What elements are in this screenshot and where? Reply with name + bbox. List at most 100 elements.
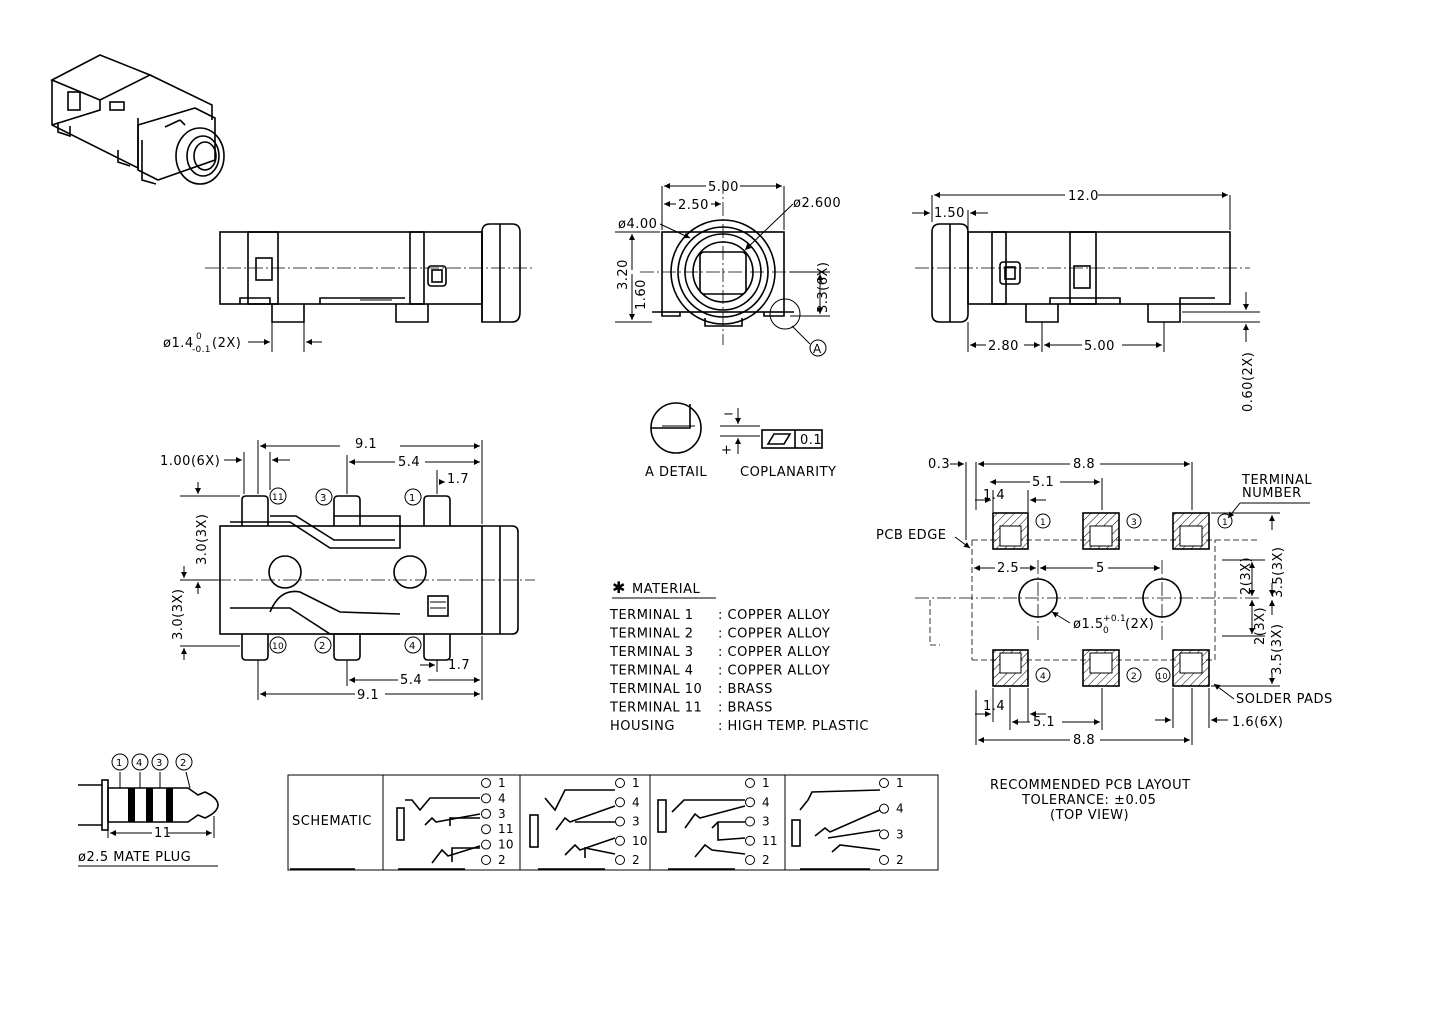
schematic-pin-node xyxy=(481,778,491,788)
plug-ring-1: 1 xyxy=(116,758,123,769)
pcb-terminal-1a: 1 xyxy=(1040,518,1046,528)
pcb-2-a-label: 2(3X) xyxy=(1239,557,1254,595)
pcb-edge-label: PCB EDGE xyxy=(876,528,946,543)
schematic-pin-label: 2 xyxy=(762,853,770,867)
top-terminal-11: 11 xyxy=(272,493,284,503)
schematic-pin-node xyxy=(481,808,491,819)
material-row-name: TERMINAL 11 xyxy=(609,701,702,716)
front-h2-label: 1.60 xyxy=(634,279,649,310)
bot-terminal-2: 2 xyxy=(319,641,326,652)
schematic-table: SCHEMATIC xyxy=(287,774,939,871)
schematic-cell-3 xyxy=(657,799,746,858)
schematic-pin-label: 4 xyxy=(632,795,640,809)
pcb-1-6-label: 1.6(6X) xyxy=(1232,715,1284,730)
side-p1-label: 2.80 xyxy=(988,339,1019,354)
side-length-label: 12.0 xyxy=(1068,189,1099,204)
peg-tol-lower: -0.1 xyxy=(192,345,211,355)
front-pins-label: 3.3(6X) xyxy=(816,262,831,314)
front-dia-outer-label: ø4.00 xyxy=(618,217,657,232)
schematic-pin-node xyxy=(481,824,491,835)
material-star: ✱ xyxy=(612,578,626,597)
pcb-layout-view: (TOP VIEW) xyxy=(1050,808,1129,823)
material-row-value: : HIGH TEMP. PLASTIC xyxy=(718,719,869,734)
mate-plug-label: ø2.5 MATE PLUG xyxy=(78,850,191,865)
schematic-cell-4 xyxy=(791,789,881,853)
schematic-pin-label: 2 xyxy=(896,853,904,867)
material-row-value: : COPPER ALLOY xyxy=(718,645,830,660)
material-row-value: : BRASS xyxy=(718,701,773,716)
schematic-pin-node xyxy=(745,797,755,808)
top-view: 11 3 1 10 2 4 9.1 5.4 1.7 1.00(6X) 3.0(3… xyxy=(160,437,535,703)
bot-1-7-label: 1.7 xyxy=(448,658,470,673)
pcb-layout-tolerance: TOLERANCE: ±0.05 xyxy=(1021,793,1156,808)
coplanarity-value: 0.1 xyxy=(800,433,822,448)
pcb-hole-label: ø1.5 xyxy=(1073,617,1104,632)
pcb-layout-title: RECOMMENDED PCB LAYOUT xyxy=(990,778,1191,793)
schematic-label: SCHEMATIC xyxy=(292,814,372,829)
schematic-pin-label: 3 xyxy=(896,827,904,841)
schematic-pin-node xyxy=(481,855,491,865)
pcb-terminal-3: 3 xyxy=(1131,518,1137,528)
schematic-pin-node xyxy=(745,855,755,865)
a-detail-label: A DETAIL xyxy=(645,465,707,480)
pcb-1-4-bot-label: 1.4 xyxy=(983,699,1005,714)
top-terminal-3: 3 xyxy=(320,493,327,504)
pcb-hole-tol-upper: +0.1 xyxy=(1103,614,1126,624)
coplanarity-minus: − xyxy=(723,407,734,422)
material-row-value: : BRASS xyxy=(718,682,773,697)
schematic-pin-label: 3 xyxy=(762,815,770,829)
detail-coplanarity: − + 0.1 A DETAIL COPLANARITY xyxy=(645,402,836,480)
schematic-pin-node xyxy=(615,797,625,808)
plug-ring-3: 3 xyxy=(156,758,163,769)
schematic-pin-label: 1 xyxy=(498,776,506,790)
top-5-4-label: 5.4 xyxy=(398,455,420,470)
terminal-number-label-1: TERMINAL xyxy=(1241,473,1312,488)
mate-plug: 1 4 3 2 11 ø2.5 MATE PLUG xyxy=(78,753,219,867)
pcb-hole-tol-lower: 0 xyxy=(1103,626,1109,636)
peg-count-label: (2X) xyxy=(212,336,241,351)
side-offset-label: 1.50 xyxy=(934,206,965,221)
coplanarity-label: COPLANARITY xyxy=(740,465,836,480)
material-row-name: TERMINAL 3 xyxy=(609,645,694,660)
peg-dia-label: ø1.4 xyxy=(163,336,194,351)
pcb-terminal-2: 2 xyxy=(1131,672,1137,682)
pcb-5-1-bot-label: 5.1 xyxy=(1033,715,1055,730)
schematic-pin-node xyxy=(879,803,889,814)
material-row-name: TERMINAL 10 xyxy=(609,682,702,697)
schematic-cell-2 xyxy=(529,789,616,858)
pcb-3-5-a-label: 3.5(3X) xyxy=(1271,547,1286,599)
side-p2-label: 5.00 xyxy=(1084,339,1115,354)
pcb-2-b-label: 2(3X) xyxy=(1253,607,1268,645)
front-dia-inner-label: ø2.600 xyxy=(793,196,841,211)
plug-ring-2: 2 xyxy=(180,758,187,769)
schematic-pin-label: 3 xyxy=(498,807,506,821)
bot-terminal-10: 10 xyxy=(272,642,284,652)
bot-terminal-4: 4 xyxy=(409,641,416,652)
schematic-pin-node xyxy=(879,855,889,865)
material-row-value: : COPPER ALLOY xyxy=(718,608,830,623)
top-9-1-label: 9.1 xyxy=(355,437,377,452)
schematic-pin-node xyxy=(745,778,755,788)
schematic-pin-node xyxy=(879,829,889,840)
schematic-pin-label: 2 xyxy=(498,853,506,867)
side-view-right: 12.0 1.50 2.80 5.00 0.60(2X) xyxy=(912,189,1260,412)
schematic-pin-node xyxy=(615,778,625,788)
material-row-name: TERMINAL 2 xyxy=(609,627,694,642)
top-1-7-label: 1.7 xyxy=(447,472,469,487)
schematic-pin-node xyxy=(615,835,625,846)
pcb-terminal-4: 4 xyxy=(1040,672,1046,682)
pcb-hole-count: (2X) xyxy=(1125,617,1154,632)
material-row-value: : COPPER ALLOY xyxy=(718,627,830,642)
schematic-pin-label: 1 xyxy=(632,776,640,790)
schematic-pin-label: 11 xyxy=(762,834,778,848)
front-view: 5.00 2.50 ø4.00 ø2.600 3.20 1.60 3.3(6X)… xyxy=(615,180,841,357)
bot-9-1-label: 9.1 xyxy=(357,688,379,703)
material-table: ✱ MATERIAL TERMINAL 1: COPPER ALLOYTERMI… xyxy=(609,578,869,734)
schematic-pin-node xyxy=(745,835,755,846)
schematic-pin-label: 10 xyxy=(632,834,648,848)
pcb-layout: 1 3 1 4 2 10 TERMINAL NUMBER PCB EDGE SO… xyxy=(876,457,1332,823)
pcb-8-8-top-label: 8.8 xyxy=(1073,457,1095,472)
